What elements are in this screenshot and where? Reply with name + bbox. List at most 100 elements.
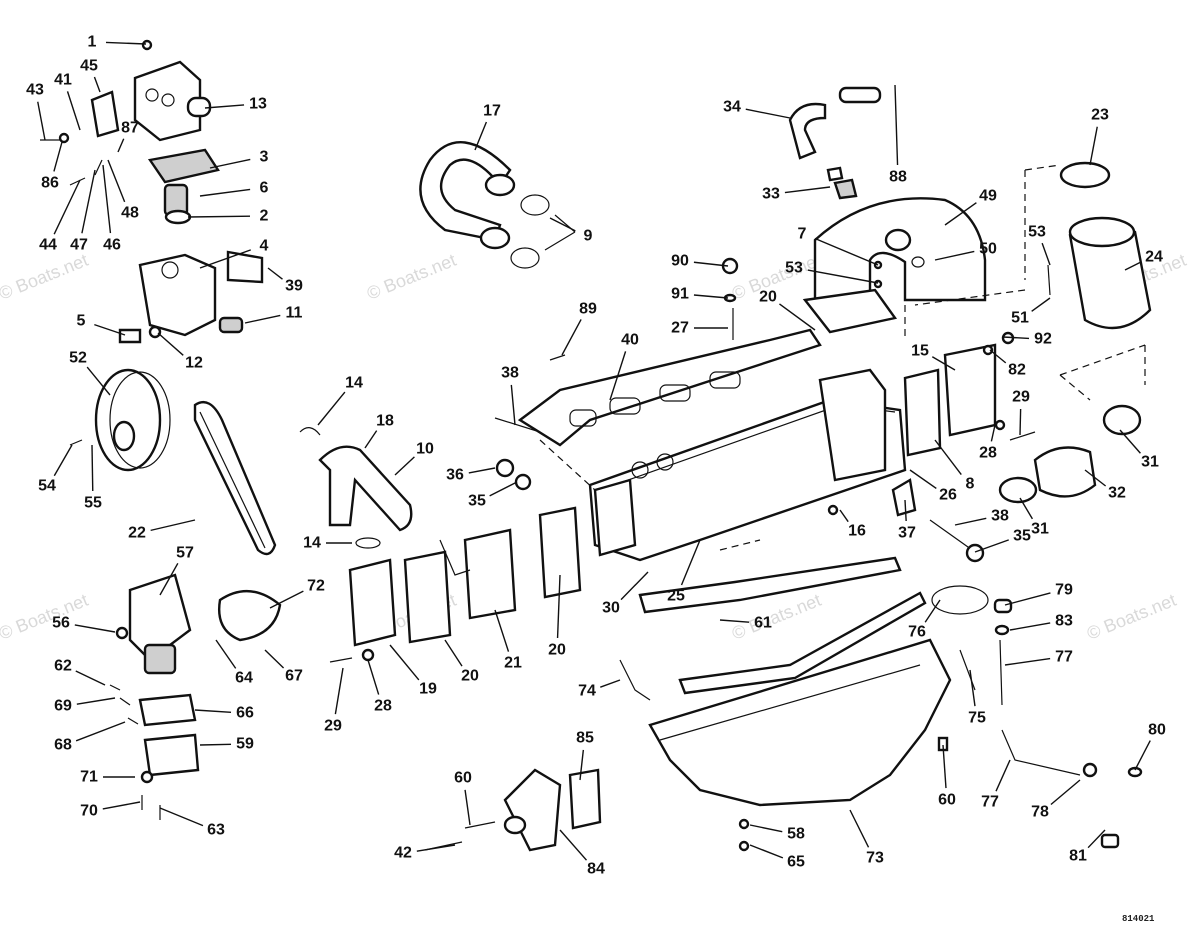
callout-56: 56 xyxy=(52,615,116,633)
callout-29: 29 xyxy=(1012,389,1030,436)
callout-87: 87 xyxy=(117,120,139,153)
leader-line xyxy=(464,789,471,826)
callout-33: 33 xyxy=(762,186,831,203)
callout-3: 3 xyxy=(209,149,269,169)
hose-group xyxy=(299,141,576,549)
callout-number: 77 xyxy=(1055,649,1073,666)
callout-64: 64 xyxy=(215,639,253,687)
callout-10: 10 xyxy=(394,441,434,476)
leader-line xyxy=(693,261,729,267)
callout-number: 30 xyxy=(602,600,620,617)
leader-line xyxy=(204,104,245,109)
callout-73: 73 xyxy=(849,809,884,867)
callout-number: 79 xyxy=(1055,582,1073,599)
leader-line xyxy=(444,639,463,667)
callout-69: 69 xyxy=(54,697,116,715)
callout-number: 58 xyxy=(787,826,805,843)
callout-number: 1 xyxy=(88,34,97,51)
callout-11: 11 xyxy=(244,305,303,324)
callout-number: 87 xyxy=(121,120,139,137)
callout-81: 81 xyxy=(1069,829,1106,865)
leader-line xyxy=(561,319,582,356)
callout-number: 32 xyxy=(1108,485,1126,502)
callout-number: 4 xyxy=(260,238,269,255)
leader-line xyxy=(37,101,46,141)
callout-72: 72 xyxy=(269,578,325,609)
callout-80: 80 xyxy=(1134,722,1166,771)
callout-number: 60 xyxy=(938,792,956,809)
callout-number: 23 xyxy=(1091,107,1109,124)
callout-50: 50 xyxy=(934,241,997,261)
callout-number: 92 xyxy=(1034,331,1052,348)
leader-line xyxy=(334,667,344,715)
leader-line xyxy=(81,169,96,234)
callout-number: 21 xyxy=(504,655,522,672)
leader-line xyxy=(904,499,907,522)
callout-number: 25 xyxy=(667,588,685,605)
callout-number: 9 xyxy=(584,228,593,245)
callout-48: 48 xyxy=(107,159,139,222)
callout-number: 6 xyxy=(260,180,269,197)
callout-57: 57 xyxy=(159,545,194,596)
callout-25: 25 xyxy=(667,539,701,605)
callout-number: 52 xyxy=(69,350,87,367)
callout-1: 1 xyxy=(88,34,147,51)
callout-number: 68 xyxy=(54,737,72,754)
callout-53: 53 xyxy=(1028,224,1051,266)
callout-77: 77 xyxy=(981,759,1011,811)
callout-14: 14 xyxy=(303,535,352,552)
callout-number: 14 xyxy=(345,375,363,392)
callout-number: 38 xyxy=(501,365,519,382)
callout-52: 52 xyxy=(69,350,111,396)
callout-number: 67 xyxy=(285,668,303,685)
callout-number: 57 xyxy=(176,545,194,562)
callout-number: 3 xyxy=(260,149,269,166)
leader-line xyxy=(934,439,962,476)
callout-38: 38 xyxy=(501,365,519,426)
leader-line xyxy=(749,844,784,859)
callout-number: 54 xyxy=(38,478,56,495)
callout-number: 35 xyxy=(1013,528,1031,545)
leader-line xyxy=(1002,336,1030,340)
callout-number: 13 xyxy=(249,96,267,113)
callout-number: 26 xyxy=(939,487,957,504)
callout-number: 64 xyxy=(235,670,253,687)
callout-53: 53 xyxy=(785,260,879,284)
callout-26: 26 xyxy=(909,469,957,504)
callout-66: 66 xyxy=(194,705,254,722)
leader-line xyxy=(53,444,73,477)
callout-number: 48 xyxy=(121,205,139,222)
callout-number: 55 xyxy=(84,495,102,512)
leader-line xyxy=(474,121,488,151)
callout-number: 47 xyxy=(70,237,88,254)
callout-47: 47 xyxy=(70,169,96,254)
callout-number: 28 xyxy=(374,698,392,715)
callout-number: 50 xyxy=(979,241,997,258)
watermark-text: © Boats.net xyxy=(1084,590,1179,644)
callout-12: 12 xyxy=(157,332,203,372)
callout-number: 37 xyxy=(898,525,916,542)
callout-number: 2 xyxy=(260,208,269,225)
leader-line xyxy=(942,744,947,789)
watermark-text: © Boats.net xyxy=(0,590,91,644)
leader-line xyxy=(264,649,285,669)
leader-line xyxy=(267,267,283,280)
callout-number: 44 xyxy=(39,237,57,254)
leader-line xyxy=(934,250,975,261)
leader-line xyxy=(159,562,179,596)
leader-line xyxy=(1124,261,1142,271)
leader-line xyxy=(91,444,94,492)
leader-line xyxy=(102,801,141,810)
leader-line xyxy=(105,41,147,45)
leader-line xyxy=(944,202,977,226)
callout-number: 91 xyxy=(671,286,689,303)
callout-32: 32 xyxy=(1084,469,1126,502)
leader-line xyxy=(269,590,304,609)
leader-line xyxy=(394,456,415,476)
leader-line xyxy=(1089,126,1098,166)
callout-65: 65 xyxy=(749,844,805,871)
callout-29: 29 xyxy=(324,667,344,735)
callout-number: 20 xyxy=(461,668,479,685)
leader-line xyxy=(989,349,1007,364)
callout-number: 27 xyxy=(671,320,689,337)
